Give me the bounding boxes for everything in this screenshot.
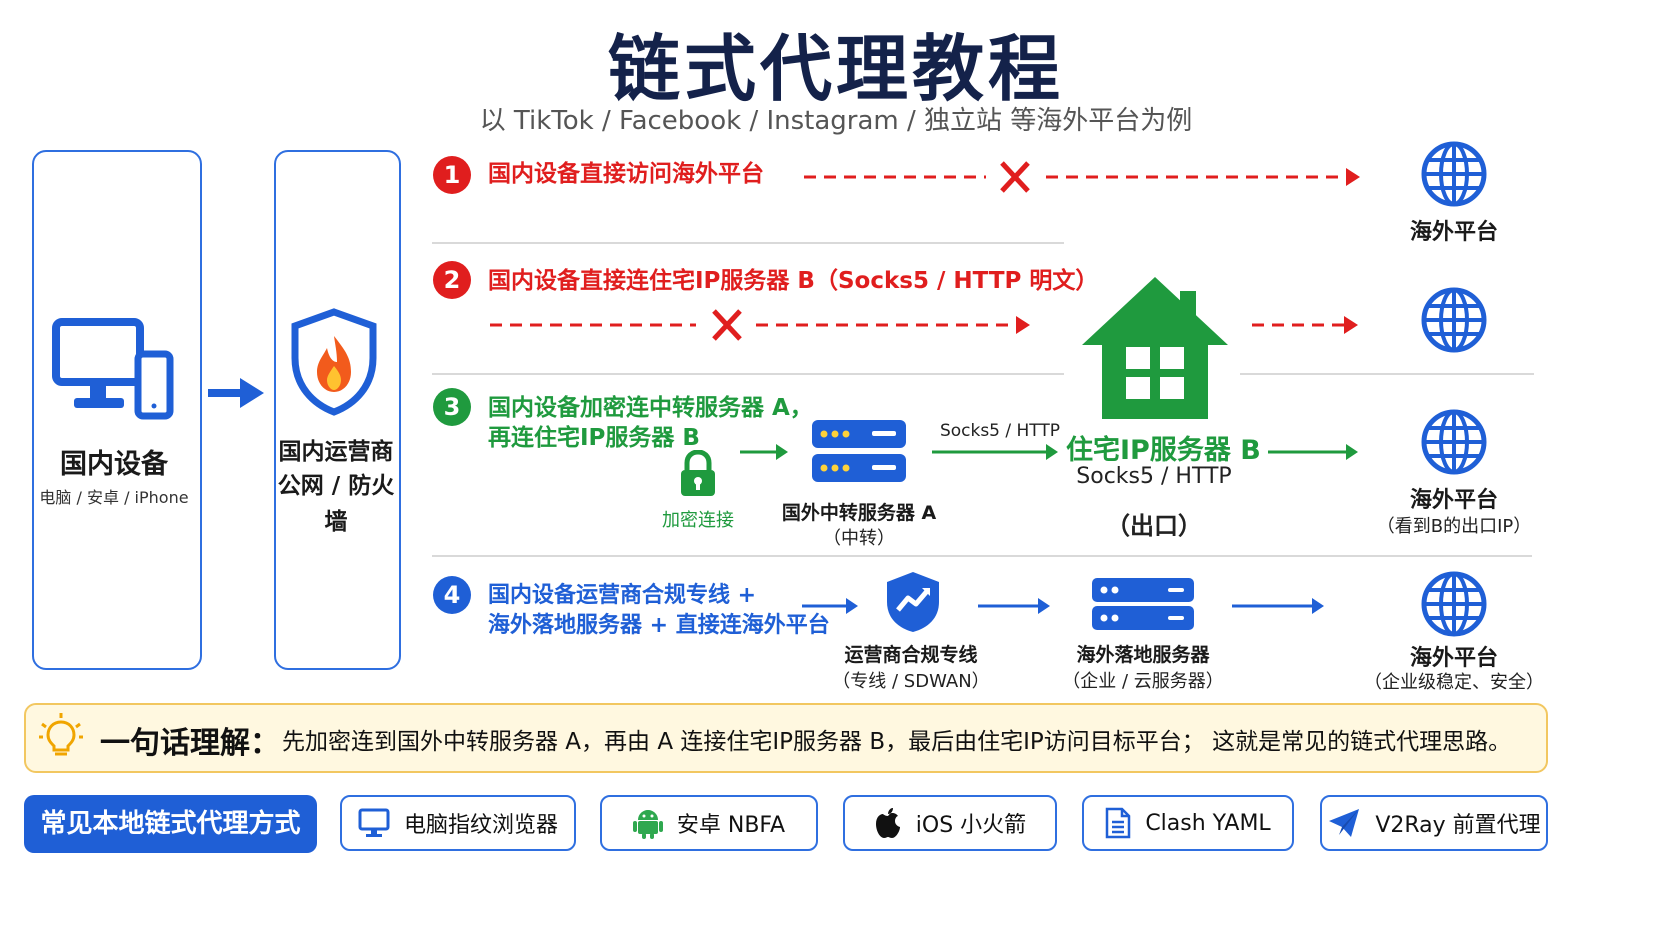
target-1-label: 海外平台 <box>1409 220 1498 245</box>
step-4-badge: 4 <box>433 576 471 614</box>
residential-server-title: 住宅IP服务器 B <box>1066 435 1261 466</box>
apple-icon <box>875 808 900 838</box>
device-sub: 电脑 / 安卓 / iPhone <box>39 488 189 507</box>
row-divider <box>432 555 1532 557</box>
red-path-to-globe-2 <box>1252 316 1358 334</box>
isp-label-line2: 公网 / 防火墙 <box>277 473 395 535</box>
firewall-shield-icon <box>291 308 377 416</box>
target-4-sub: （企业级稳定、安全） <box>1364 672 1544 693</box>
step-2-badge: 2 <box>433 261 471 299</box>
dedicated-line-sub: （专线 / SDWAN） <box>832 671 990 692</box>
step-1-text: 国内设备直接访问海外平台 <box>488 161 764 187</box>
step-3-badge: 3 <box>433 388 471 426</box>
flow-arrow-icon <box>208 378 264 408</box>
blocked-x-icon <box>712 309 742 341</box>
lock-icon <box>681 450 715 496</box>
globe-icon <box>1421 287 1487 353</box>
page-subtitle: 以 TikTok / Facebook / Instagram / 独立站 等海… <box>479 106 1193 136</box>
chip-label: Clash YAML <box>1145 810 1271 836</box>
row-divider <box>432 242 1064 244</box>
summary-label: 一句话理解： <box>100 726 280 761</box>
blocked-path-2 <box>490 309 1030 341</box>
paper-plane-icon <box>1329 809 1360 837</box>
step-1-badge: 1 <box>433 156 471 194</box>
chip-android-nbfa[interactable]: 安卓 NBFA <box>600 795 818 851</box>
document-icon <box>1106 807 1131 839</box>
dedicated-line-label: 运营商合规专线 <box>844 644 978 666</box>
target-3-sub: （看到B的出口IP） <box>1376 516 1532 537</box>
dedicated-line-shield-icon <box>887 572 939 632</box>
row-divider <box>432 373 1064 375</box>
chip-label: 安卓 NBFA <box>676 813 786 838</box>
relay-server-icon <box>812 420 906 482</box>
globe-icon <box>1421 571 1487 637</box>
step-4-text-line2: 海外落地服务器 + 直接连海外平台 <box>488 613 830 638</box>
target-4-label: 海外平台 <box>1409 646 1498 671</box>
chip-ios-shadowrocket[interactable]: iOS 小火箭 <box>843 795 1057 851</box>
step-4-text-line1: 国内设备运营商合规专线 + <box>488 583 757 608</box>
chip-label: iOS 小火箭 <box>915 813 1027 838</box>
chip-clash-yaml[interactable]: Clash YAML <box>1082 795 1294 851</box>
landing-server-label: 海外落地服务器 <box>1076 644 1210 666</box>
blue-arrow <box>978 598 1050 614</box>
chip-label: 电脑指纹浏览器 <box>403 813 558 838</box>
globe-icon <box>1421 141 1487 207</box>
page-title: 链式代理教程 <box>607 27 1064 111</box>
landing-server-sub: （企业 / 云服务器） <box>1062 671 1224 692</box>
step-2-text: 国内设备直接连住宅IP服务器 B（Socks5 / HTTP 明文） <box>488 268 1099 294</box>
protocol-label: Socks5 / HTTP <box>939 421 1061 441</box>
lock-label: 加密连接 <box>662 510 734 531</box>
step-3-text-line2: 再连住宅IP服务器 B <box>488 425 700 451</box>
android-icon <box>632 810 663 839</box>
relay-server-sub: （中转） <box>823 528 895 549</box>
green-arrow <box>740 444 788 460</box>
relay-server-label: 国外中转服务器 A <box>781 502 937 524</box>
green-arrow <box>932 444 1058 460</box>
residential-server-proto: Socks5 / HTTP <box>1076 464 1232 489</box>
device-card <box>32 150 202 670</box>
chip-fingerprint-browser[interactable]: 电脑指纹浏览器 <box>340 795 576 851</box>
target-3-label: 海外平台 <box>1409 488 1498 513</box>
summary-bar <box>24 703 1548 773</box>
summary-text: 先加密连到国外中转服务器 A，再由 A 连接住宅IP服务器 B，最后由住宅IP访… <box>282 729 1512 755</box>
devices-icon <box>52 318 174 420</box>
device-label: 国内设备 <box>60 449 168 480</box>
green-arrow <box>1268 444 1358 460</box>
globe-icon <box>1421 409 1487 475</box>
chip-label: V2Ray 前置代理 <box>1375 813 1541 838</box>
step-3-text-line1: 国内设备加密连中转服务器 A， <box>488 395 813 421</box>
row-divider <box>1240 373 1534 375</box>
isp-label-line1: 国内运营商 <box>278 439 394 465</box>
lightbulb-icon <box>39 713 83 756</box>
landing-server-icon <box>1092 578 1194 630</box>
blue-arrow <box>1232 598 1324 614</box>
bottom-section-title: 常见本地链式代理方式 <box>24 795 317 853</box>
residential-server-exit: （出口） <box>1106 512 1202 540</box>
chip-v2ray-front-proxy[interactable]: V2Ray 前置代理 <box>1320 795 1548 851</box>
monitor-icon <box>358 808 390 837</box>
blocked-path-1 <box>804 161 1360 193</box>
blocked-x-icon <box>1000 161 1030 193</box>
house-icon <box>1082 277 1228 419</box>
blue-arrow <box>802 598 858 614</box>
